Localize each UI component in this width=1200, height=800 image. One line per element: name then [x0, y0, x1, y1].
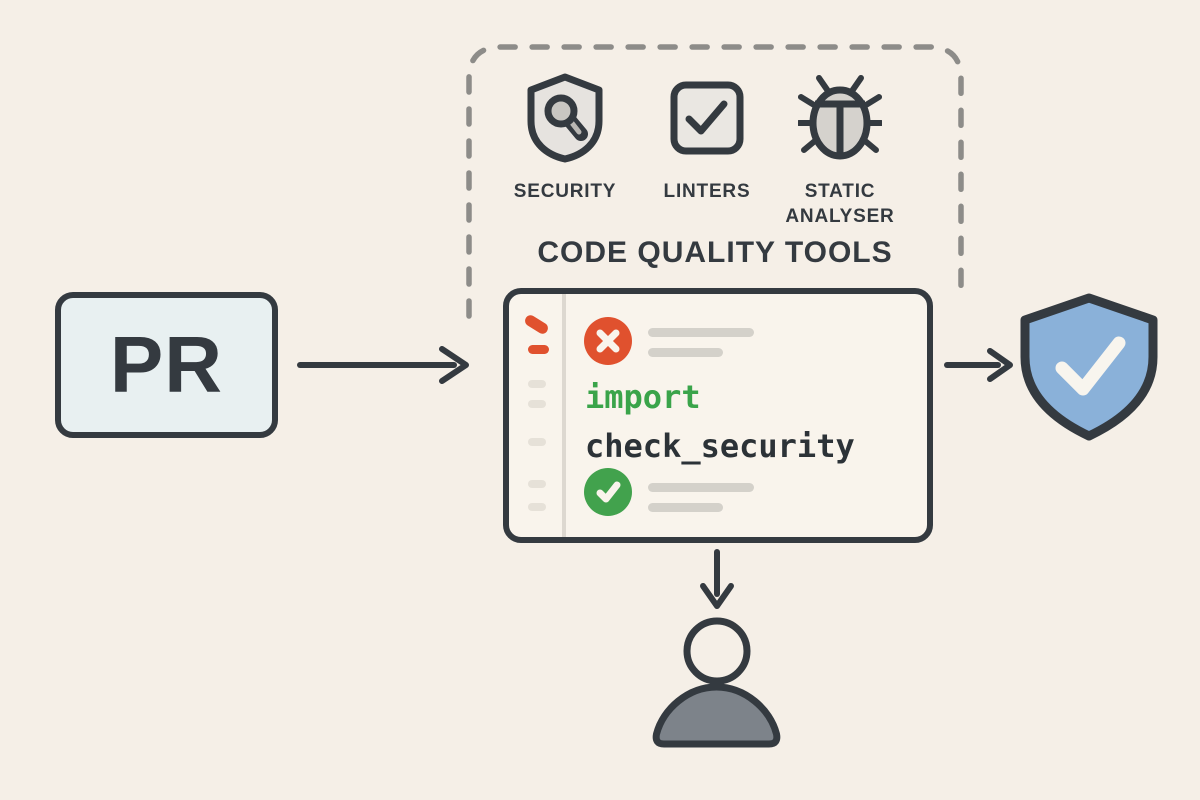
- arrow-down-icon: [700, 549, 734, 609]
- tool-security: SECURITY: [490, 70, 640, 205]
- gutter-mark: [528, 400, 546, 408]
- redacted-line: [648, 348, 723, 357]
- pr-label: PR: [109, 320, 224, 409]
- shield-magnifier-icon: [521, 70, 609, 165]
- gutter-mark: [528, 380, 546, 388]
- tool-label-linters: LINTERS: [663, 181, 751, 202]
- gutter-mark-error: [528, 345, 549, 354]
- gutter-mark-error: [522, 313, 551, 336]
- gutter-mark: [528, 438, 546, 446]
- gutter-mark: [528, 480, 546, 488]
- code-line-check-security: check_security: [585, 427, 855, 465]
- tool-linters: LINTERS: [632, 70, 782, 205]
- arrow-right-icon: [944, 348, 1013, 382]
- gutter-mark: [528, 503, 546, 511]
- redacted-line: [648, 503, 723, 512]
- error-x-icon: [584, 317, 632, 365]
- tool-label-static-analyser: STATIC ANALYSER: [785, 181, 895, 227]
- checkbox-check-icon: [668, 70, 746, 165]
- pr-node: PR: [55, 292, 278, 438]
- bug-icon: [798, 70, 882, 165]
- quality-tools-title: CODE QUALITY TOOLS: [537, 236, 893, 269]
- person-icon: [650, 613, 785, 758]
- gutter-divider: [562, 294, 566, 537]
- editor-content: import check_security: [509, 294, 927, 537]
- arrow-right-icon: [297, 346, 469, 384]
- tool-label-security: SECURITY: [513, 181, 617, 202]
- tool-static-analyser: STATIC ANALYSER: [774, 70, 906, 229]
- code-line-import: import: [585, 378, 701, 416]
- shield-check-icon: [1015, 291, 1163, 448]
- success-check-icon: [584, 468, 632, 516]
- redacted-line: [648, 483, 754, 492]
- redacted-line: [648, 328, 754, 337]
- code-editor-panel: import check_security: [503, 288, 933, 543]
